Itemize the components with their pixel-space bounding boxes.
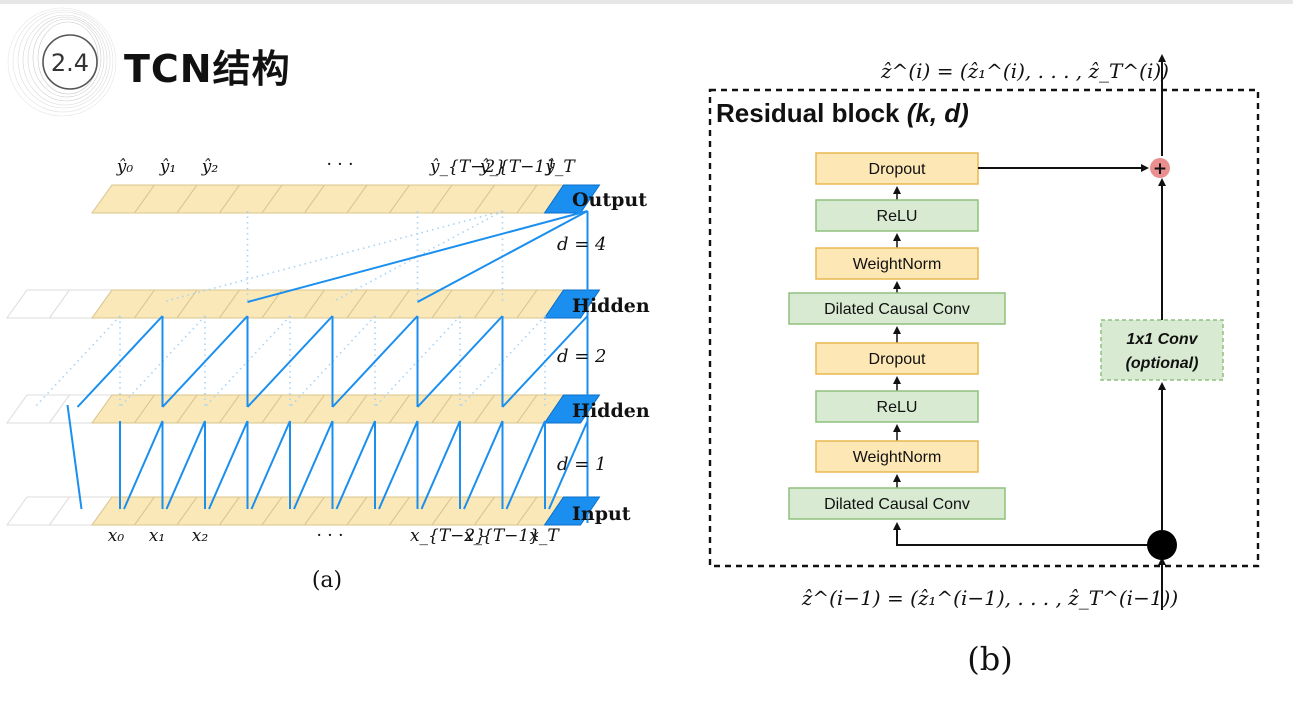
top-divider (0, 0, 1293, 4)
connection-line (505, 420, 546, 510)
layer-label-0: Dropout (869, 161, 926, 178)
connection-line (293, 420, 334, 510)
layer-box-2 (815, 247, 979, 280)
conv1x1-optional-label: (optional) (1126, 355, 1199, 372)
residual-block-diagram: ẑ^(i) = (ẑ₁^(i), . . . , ẑ_T^(i)) Residu… (708, 54, 1260, 678)
label-yT-1: ŷ_{T−1} (479, 157, 556, 177)
layer-label-7: Dilated Causal Conv (824, 496, 970, 513)
plus-symbol: + (1153, 159, 1167, 179)
connection-line (66, 404, 83, 510)
section-number: 2.4 (51, 49, 89, 77)
label-xT-2: x_{T−2} (410, 526, 486, 546)
layer-box-4 (815, 342, 979, 375)
connection-line (420, 420, 461, 510)
label-y0: ŷ₀ (116, 157, 134, 177)
conv1x1-label: 1x1 Conv (1126, 331, 1198, 348)
conv1x1-box: 1x1 Conv (optional) (1100, 319, 1224, 381)
dilation-label-1: d = 1 (557, 454, 607, 475)
residual-block-border (708, 88, 1260, 568)
highlight-cell (543, 496, 601, 526)
caption-b: (b) (967, 640, 1012, 678)
connection-line (76, 315, 164, 408)
label-ydots: · · · (326, 155, 353, 175)
block-title: Residual block (716, 98, 900, 128)
section-badge: 2.4 (7, 7, 117, 117)
connection-line (501, 315, 589, 408)
layer-box-5 (815, 390, 979, 423)
layer-label-3: Dilated Causal Conv (824, 301, 970, 318)
layer-label-hidden-2: Hidden (572, 295, 650, 317)
dotted-connection (34, 315, 121, 408)
plus-node: + (1150, 158, 1170, 179)
slide-title: TCN结构 (124, 47, 291, 91)
label-xT-1: x_{T−1} (464, 526, 540, 546)
highlight-cell (543, 394, 601, 424)
connection-line (548, 420, 589, 510)
connection-line (335, 420, 376, 510)
label-x2: x₂ (192, 526, 209, 546)
caption-a: (a) (312, 568, 342, 593)
connection-line (123, 420, 164, 510)
connection-line (331, 315, 419, 408)
connection-line (208, 420, 249, 510)
layer-box-3 (788, 292, 1006, 325)
connection-line (165, 420, 206, 510)
connection-line (250, 420, 291, 510)
layer-label-4: Dropout (869, 351, 926, 368)
label-x0: x₀ (108, 526, 125, 546)
layer-box-6 (815, 440, 979, 473)
input-equation: ẑ^(i−1) = (ẑ₁^(i−1), . . . , ẑ_T^(i−1)) (801, 586, 1178, 610)
dotted-connection (332, 210, 503, 303)
layer-label-6: WeightNorm (853, 449, 942, 466)
label-y1: ŷ₁ (159, 157, 176, 177)
dilation-label-4: d = 4 (557, 234, 607, 255)
highlight-cell (543, 184, 601, 214)
layer-label-5: ReLU (877, 399, 918, 416)
connection-line (417, 210, 588, 303)
label-xT: x_T (529, 526, 560, 546)
output-equation: ẑ^(i) = (ẑ₁^(i), . . . , ẑ_T^(i)) (880, 59, 1169, 83)
connection-line (378, 420, 419, 510)
layer-label-2: WeightNorm (853, 256, 942, 273)
label-xdots: · · · (316, 526, 343, 546)
block-params: (k, d) (900, 98, 969, 128)
layer-label-1: ReLU (877, 208, 918, 225)
layer-label-hidden-1: Hidden (572, 400, 650, 422)
dilation-label-2: d = 2 (557, 346, 607, 367)
dotted-connection (162, 210, 503, 303)
label-yT: ŷ_T (544, 157, 576, 177)
tcn-dilated-diagram: ŷ₀ ŷ₁ ŷ₂ · · · ŷ_{T−2} ŷ_{T−1} ŷ_T Outpu… (6, 155, 650, 593)
layer-label-output: Output (572, 189, 647, 211)
residual-junction-dot (1147, 530, 1177, 560)
connection-line (463, 420, 504, 510)
badge-swirl-icon (7, 7, 117, 117)
connection-line (246, 315, 334, 408)
connection-line (161, 315, 249, 408)
svg-text:Residual block (k, d): Residual block (k, d) (716, 98, 969, 128)
connection-line (247, 210, 588, 303)
layer-label-input: Input (572, 503, 631, 525)
connection-line (416, 315, 504, 408)
label-y2: ŷ₂ (201, 157, 219, 177)
layer-box-1 (815, 199, 979, 232)
layer-box-7 (788, 487, 1006, 520)
label-yT-2: ŷ_{T−2} (429, 157, 506, 177)
highlight-cell (543, 289, 601, 319)
label-x1: x₁ (149, 526, 165, 546)
